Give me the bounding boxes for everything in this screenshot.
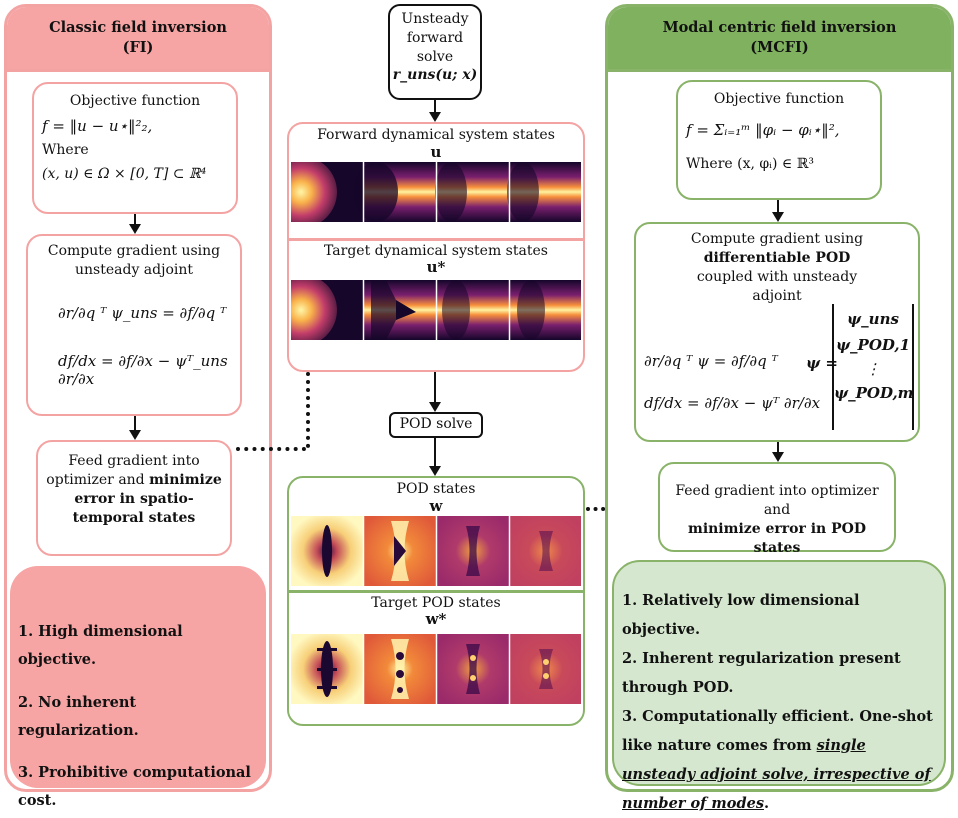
mcfi-psi-vector: ψ_uns ψ_POD,1 ⋮ ψ_POD,m	[832, 304, 914, 430]
mcfi-summary: 1. Relatively low dimensional objective.…	[612, 560, 946, 812]
mcfi-adjoint-eq: ∂r/∂q ᵀ ψ = ∂f/∂q ᵀ	[644, 352, 778, 370]
mcfi-subtitle: (MCFI)	[750, 39, 809, 56]
mcfi-arrow-1	[772, 200, 784, 222]
forward-states-title: Forward dynamical system states	[317, 127, 555, 143]
mcfi-gradient-1: Compute gradient using	[690, 231, 864, 247]
mcfi-where-eq: Where (x, φᵢ) ∈ ℝ³	[686, 155, 814, 172]
pod-states-box: POD states w Target POD states w*	[287, 476, 585, 726]
pod-solve-label: POD solve	[399, 416, 473, 432]
fi-summary-3: 3. Prohibitive computational cost.	[18, 764, 251, 810]
mcfi-gradient-3: coupled with unsteady	[696, 268, 858, 285]
target-pod-images	[291, 634, 581, 704]
mcfi-summary-2: 2. Inherent regularization present throu…	[622, 650, 901, 696]
pod-states-images	[291, 516, 581, 586]
fi-gradient-box: Compute gradient using unsteady adjoint …	[26, 234, 242, 416]
fi-summary: 1. High dimensional objective. 2. No inh…	[10, 566, 266, 809]
mcfi-summary-1: 1. Relatively low dimensional objective.	[622, 592, 860, 638]
psi-pod-m: ψ_POD,m	[834, 384, 914, 402]
center-arrow-3	[429, 438, 441, 476]
mcfi-arrow-2	[772, 442, 784, 462]
fi-objective-eq: f = ‖u − u⋆‖²₂,	[42, 116, 153, 135]
center-arrow-2	[429, 372, 441, 412]
psi-pod-1: ψ_POD,1	[835, 336, 911, 354]
fi-summary-1: 1. High dimensional objective.	[18, 623, 183, 669]
dynamical-states-box: Forward dynamical system states u Target…	[287, 122, 585, 372]
unsteady-solve-eq: r_uns(u; x)	[392, 66, 478, 83]
fi-where-label: Where	[42, 141, 89, 158]
target-states-title: Target dynamical system states	[324, 243, 548, 259]
mcfi-gradient-4: adjoint	[752, 287, 802, 304]
mcfi-gradient-bold: differentiable POD	[703, 249, 851, 266]
unsteady-solve-2: forward	[406, 29, 464, 46]
fi-gradient-title-1: Compute gradient using	[47, 243, 221, 259]
fi-subtitle: (FI)	[122, 39, 154, 56]
mcfi-objective-title: Objective function	[713, 91, 845, 107]
mcfi-feed-bold: minimize error in POD states	[688, 520, 866, 556]
fi-header: Classic field inversion (FI)	[7, 7, 269, 72]
fi-dotted-connector-h	[236, 447, 306, 451]
target-pod-symbol: w*	[425, 610, 447, 628]
fi-arrow-1	[129, 214, 141, 234]
mcfi-feed-box: Feed gradient into optimizer and minimiz…	[658, 462, 896, 556]
fi-objective-box: Objective function f = ‖u − u⋆‖²₂, Where…	[32, 82, 238, 214]
fi-feed-text-1: Feed gradient into	[68, 453, 200, 469]
fi-summary-2: 2. No inherent regularization.	[18, 693, 139, 739]
pod-solve-box: POD solve	[389, 412, 483, 438]
fi-feed-box: Feed gradient into optimizer and minimiz…	[36, 440, 232, 556]
mcfi-title: Modal centric field inversion	[662, 19, 897, 37]
center-arrow-1	[429, 100, 441, 122]
fi-feed-bold: minimize error in spatio-temporal states	[72, 471, 222, 526]
mcfi-header: Modal centric field inversion (MCFI)	[608, 7, 951, 72]
fi-gradient-title-2: unsteady adjoint	[75, 261, 193, 278]
unsteady-solve-3: solve	[416, 48, 454, 65]
forward-states-symbol: u	[430, 142, 442, 161]
pod-states-title: POD states	[396, 481, 476, 497]
target-states-images	[291, 280, 581, 340]
mcfi-summary-3c: .	[763, 795, 770, 812]
pod-states-divider	[289, 590, 583, 593]
mcfi-feed-text: Feed gradient into optimizer and	[675, 483, 879, 518]
fi-total-deriv-eq: df/dx = ∂f/∂x − ψᵀ_uns ∂r/∂x	[58, 351, 228, 388]
mcfi-summary-3a: 3. Computationally efficient. One-shot l…	[622, 708, 933, 754]
mcfi-objective-box: Objective function f = Σᵢ₌₁ᵐ ‖φᵢ − φᵢ⋆‖²…	[676, 80, 882, 200]
fi-adjoint-eq: ∂r/∂q ᵀ ψ_uns = ∂f/∂q ᵀ	[58, 303, 227, 322]
pod-states-symbol: w	[429, 496, 443, 515]
unsteady-solve-box: Unsteady forward solve r_uns(u; x)	[388, 4, 482, 100]
fi-where-eq: (x, u) ∈ Ω × [0, T] ⊂ ℝ⁴	[42, 165, 207, 182]
forward-states-images	[291, 162, 581, 222]
mcfi-gradient-box: Compute gradient using differentiable PO…	[634, 222, 920, 442]
target-states-symbol: u*	[426, 258, 446, 276]
psi-equals: ψ =	[806, 354, 838, 372]
mcfi-total-deriv-eq: df/dx = ∂f/∂x − ψᵀ ∂r/∂x	[644, 394, 821, 412]
mcfi-objective-eq: f = Σᵢ₌₁ᵐ ‖φᵢ − φᵢ⋆‖²,	[686, 120, 840, 139]
fi-arrow-2	[129, 416, 141, 440]
fi-objective-title: Objective function	[69, 93, 201, 109]
dynamical-states-divider	[289, 238, 583, 241]
unsteady-solve-1: Unsteady	[401, 11, 469, 27]
fi-feed-text-2: optimizer and	[46, 471, 145, 488]
psi-uns: ψ_uns	[847, 310, 899, 328]
psi-dots: ⋮	[865, 360, 881, 378]
fi-title: Classic field inversion	[49, 19, 227, 37]
target-pod-title: Target POD states	[371, 595, 501, 611]
fi-dotted-connector-v	[306, 372, 310, 448]
